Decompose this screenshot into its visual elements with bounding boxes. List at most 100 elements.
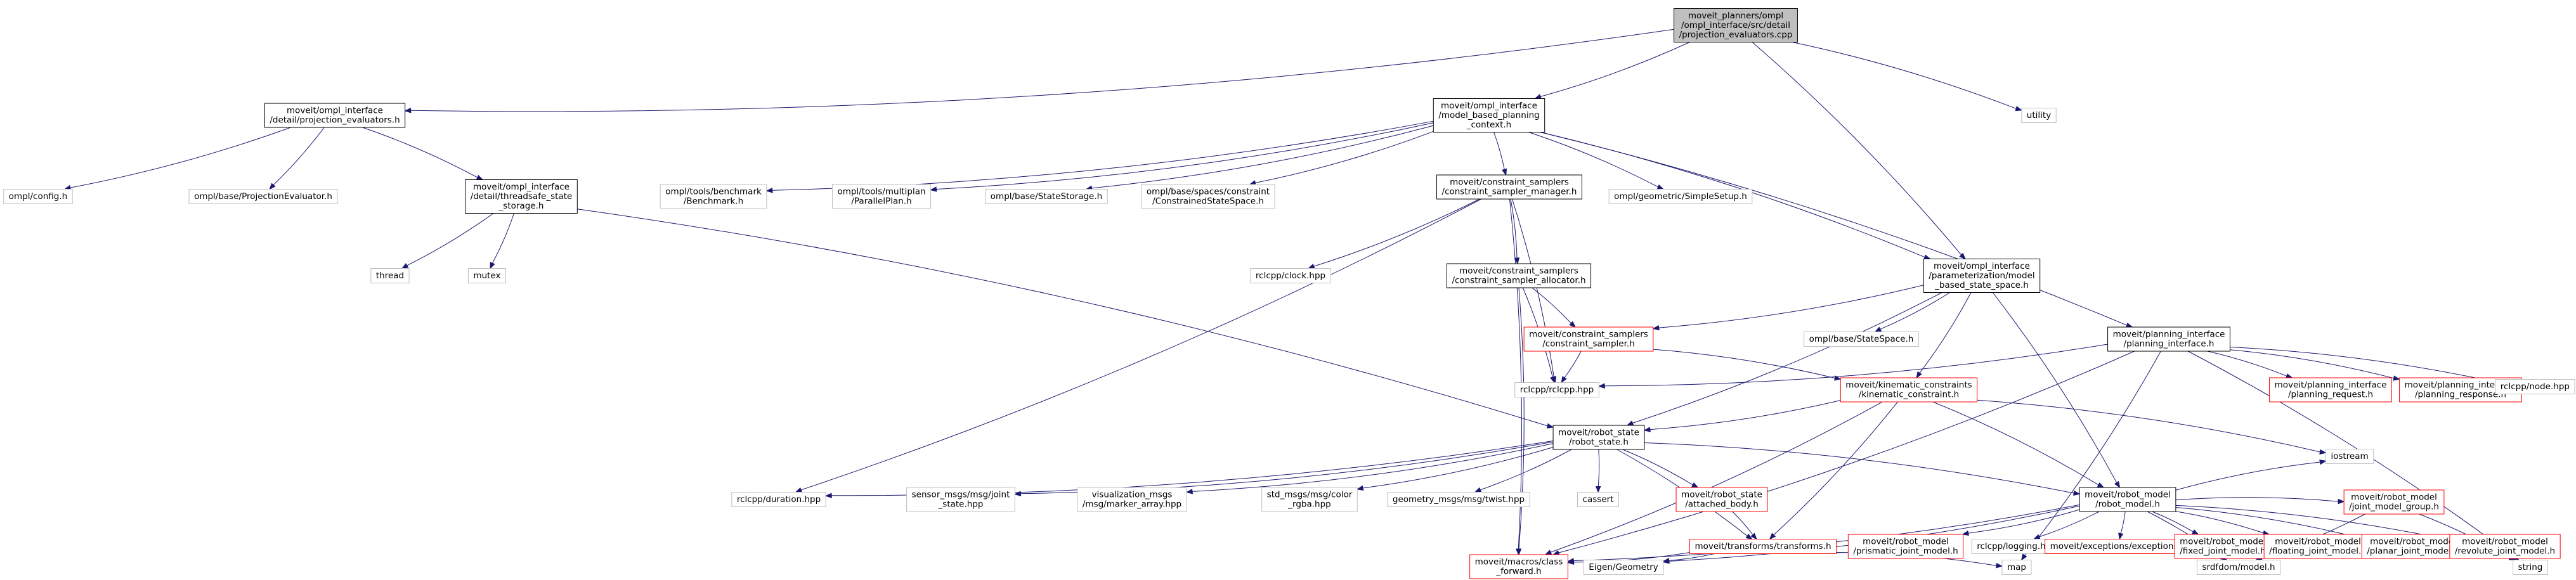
edge-line xyxy=(2175,511,2264,534)
node-label-line: visualization_msgs xyxy=(1092,490,1173,500)
edge-line xyxy=(1558,351,2135,553)
node-label-line: /planning_request.h xyxy=(2288,390,2373,400)
node-box xyxy=(660,184,767,209)
arrow-head xyxy=(1626,420,1634,426)
node-simplesetup: ompl/geometric/SimpleSetup.h xyxy=(1608,189,1753,204)
edge-rm-h-to-prismatic xyxy=(1961,509,2080,536)
edge-line xyxy=(2024,351,2161,556)
node-box xyxy=(2079,487,2176,512)
node-label-line: /ParallelPlan.h xyxy=(851,197,911,207)
arrow-head xyxy=(1544,550,1552,555)
node-rm-h[interactable]: moveit/robot_model/robot_model.h xyxy=(2079,487,2176,512)
arrow-head xyxy=(1656,184,1665,190)
edge-attached-h-to-transforms-h xyxy=(1732,511,1757,540)
node-logging: rclcpp/logging.hpp xyxy=(1971,539,2062,554)
node-label-line: rclcpp/rclcpp.hpp xyxy=(1520,385,1594,395)
edge-kc-h-to-rs-h xyxy=(1643,400,1841,432)
arrow-head xyxy=(476,174,484,181)
arrow-head xyxy=(1474,487,1482,493)
arrow-head xyxy=(2020,553,2027,561)
arrow-head xyxy=(1874,326,1882,333)
edge-line xyxy=(1649,400,1841,430)
arrow-head xyxy=(269,183,276,190)
node-label-line: moveit_planners/ompl xyxy=(1688,11,1783,21)
node-label-line: /attached_body.h xyxy=(1685,499,1759,510)
node-label-line: geometry_msgs/msg/twist.hpp xyxy=(1393,494,1525,505)
node-box xyxy=(370,268,410,283)
arrow-head xyxy=(824,493,832,498)
edge-line xyxy=(772,120,1434,191)
edge-line xyxy=(1880,292,1950,330)
edge-rm-h-to-exceptions xyxy=(2118,511,2126,540)
node-label-line: /constraint_sampler_manager.h xyxy=(1442,187,1577,197)
node-box xyxy=(1689,539,1837,554)
node-box xyxy=(1514,382,1599,397)
node-label-line: moveit/planning_interface xyxy=(2113,330,2225,340)
node-pmbss-h[interactable]: moveit/ompl_interface/parameterization/m… xyxy=(1923,259,2041,293)
edge-csm-h-to-duration xyxy=(795,198,1481,493)
node-twist: geometry_msgs/msg/twist.hpp xyxy=(1387,492,1530,507)
node-label-line: _storage.h xyxy=(498,201,544,211)
node-box xyxy=(1433,98,1545,132)
node-proj-eval-h[interactable]: moveit/ompl_interface/detail/projection_… xyxy=(264,103,406,128)
node-fixed: moveit/robot_model/fixed_joint_model.h xyxy=(2174,534,2272,559)
edge-rm-h-to-jmg-h xyxy=(2175,497,2345,505)
edge-line xyxy=(1773,401,1898,536)
edge-line xyxy=(1540,132,2127,326)
node-box xyxy=(1387,492,1530,507)
node-pi-h[interactable]: moveit/planning_interface/planning_inter… xyxy=(2107,326,2230,352)
arrow-head xyxy=(1534,94,1542,100)
edge-rm-h-to-logging xyxy=(2033,511,2100,540)
edge-kc-h-to-transforms-h xyxy=(1769,401,1898,540)
node-duration: rclcpp/duration.hpp xyxy=(731,492,826,507)
node-label-line: map xyxy=(2007,562,2026,572)
node-threadsafe-h[interactable]: moveit/ompl_interface/detail/threadsafe_… xyxy=(465,179,578,214)
edge-line xyxy=(1919,292,1972,373)
edge-line xyxy=(2039,511,2100,538)
node-thread: thread xyxy=(370,268,410,283)
arrow-head xyxy=(1745,533,1753,540)
node-box xyxy=(1923,259,2041,293)
edge-rm-h-to-classfwd xyxy=(1567,504,2080,564)
node-cassert: cassert xyxy=(1577,492,1619,507)
node-box xyxy=(1141,184,1275,209)
arrow-head xyxy=(2319,459,2327,465)
edge-rs-h-to-cassert xyxy=(1595,449,1601,493)
node-box xyxy=(1675,487,1768,512)
node-box xyxy=(1261,487,1358,512)
node-label-line: _forward.h xyxy=(1495,567,1541,577)
edge-line xyxy=(70,127,291,188)
edge-line xyxy=(273,127,325,186)
node-csa-h[interactable]: moveit/constraint_samplers/constraint_sa… xyxy=(1446,263,1592,288)
edge-line xyxy=(1792,42,2017,109)
node-label-line: moveit/constraint_samplers xyxy=(1450,177,1569,188)
edge-root-to-utility xyxy=(1792,42,2023,112)
node-root[interactable]: moveit_planners/ompl/ompl_interface/src/… xyxy=(1674,8,1798,42)
edge-line xyxy=(2187,351,2514,558)
edge-line xyxy=(2175,497,2339,502)
node-label-line: /constraint_sampler.h xyxy=(1542,339,1635,349)
node-ompl-config: ompl/config.h xyxy=(3,189,73,204)
node-label-line: /fixed_joint_model.h xyxy=(2180,546,2266,557)
node-label-line: moveit/robot_model xyxy=(2351,493,2437,503)
node-csm-h[interactable]: moveit/constraint_samplers/constraint_sa… xyxy=(1436,174,1582,200)
node-benchmark: ompl/tools/benchmark/Benchmark.h xyxy=(660,184,767,209)
node-attached-h: moveit/robot_state/attached_body.h xyxy=(1675,487,1768,512)
arrow-head xyxy=(1652,325,1660,331)
node-parallelplan: ompl/tools/multiplan/ParallelPlan.h xyxy=(831,184,932,209)
edge-line xyxy=(2230,349,2394,379)
node-classfwd: moveit/macros/class_forward.h xyxy=(1469,554,1568,579)
node-box xyxy=(2513,560,2548,575)
edge-csm-h-to-clock xyxy=(1308,198,1480,269)
node-rs-h[interactable]: moveit/robot_state/robot_state.h xyxy=(1552,425,1645,450)
arrow-head xyxy=(1185,489,1194,494)
edge-mbpc-h-to-statestorage xyxy=(1085,125,1434,191)
node-label-line: std_msgs/msg/color xyxy=(1267,490,1353,500)
node-jointstate: sensor_msgs/msg/joint_state.hpp xyxy=(906,487,1015,512)
edge-line xyxy=(362,127,478,178)
node-box xyxy=(467,268,507,283)
node-label-line: moveit/robot_model xyxy=(2275,537,2361,547)
edge-csm-h-to-rclcpp xyxy=(1511,198,1557,383)
node-mbpc-h[interactable]: moveit/ompl_interface/model_based_planni… xyxy=(1433,98,1545,132)
arrow-head xyxy=(1356,485,1364,491)
